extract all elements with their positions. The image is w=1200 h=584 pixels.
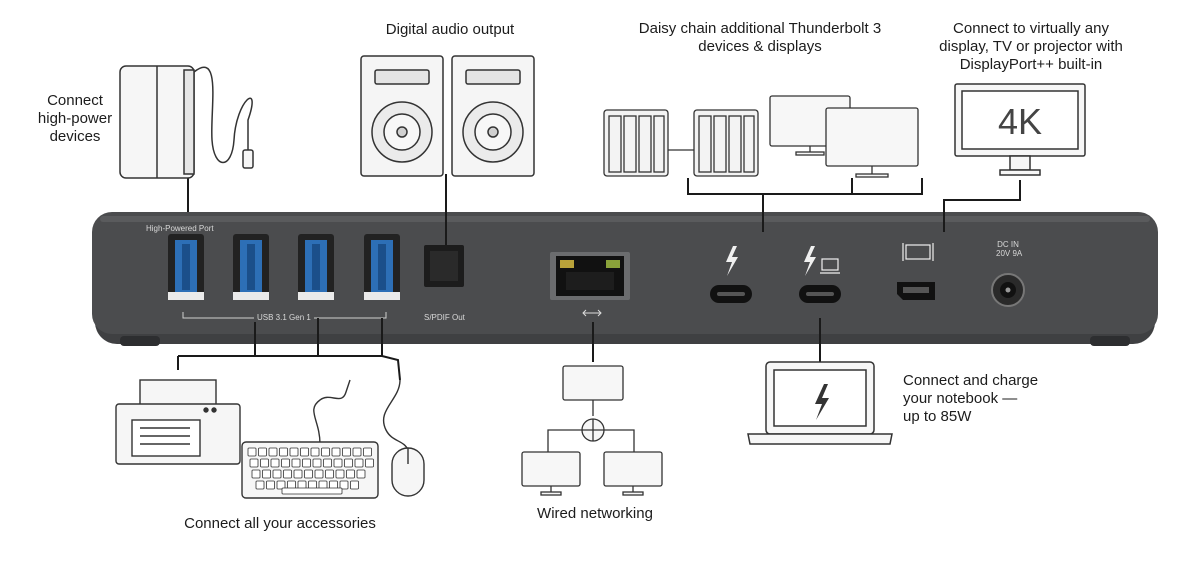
thunderbolt-icon (726, 246, 738, 276)
usb-port-4 (364, 234, 400, 300)
spdif-port (424, 245, 464, 287)
printer-icon (115, 379, 241, 465)
keyboard-key (291, 458, 301, 468)
caption-audio: Digital audio output (385, 21, 515, 38)
keyboard-key (258, 447, 267, 457)
usb-port-3 (298, 234, 334, 300)
keyboard-key (333, 458, 343, 468)
keyboard-key (344, 458, 353, 468)
speaker-icon (451, 55, 535, 177)
label-high-powered-port: High-Powered Port (146, 224, 214, 233)
keyboard-key (325, 469, 334, 479)
keyboard-key (300, 447, 309, 457)
keyboard-key (279, 447, 288, 457)
displayport-port (897, 243, 935, 300)
label-usb-group: USB 3.1 Gen 1 (254, 313, 314, 322)
keyboard-key (276, 480, 286, 490)
thunderbolt-icon (804, 246, 816, 276)
power-adapter-icon (119, 65, 254, 179)
keyboard-spacebar (281, 487, 343, 495)
keyboard-key (363, 447, 372, 457)
keyboard-key (281, 458, 290, 468)
keyboard-key (365, 458, 374, 468)
keyboard-key (283, 469, 292, 479)
caption-network: Wired networking (537, 505, 653, 522)
keyboard-key (302, 458, 311, 468)
keyboard-key (262, 469, 271, 479)
keyboard-key (249, 458, 259, 468)
keyboard-key (323, 458, 332, 468)
keyboard-key (272, 469, 282, 479)
thunderbolt-icon (815, 384, 829, 420)
keyboard-key (312, 458, 322, 468)
keyboard-key (331, 447, 341, 457)
mouse-icon (383, 379, 425, 497)
keyboard-icon (241, 379, 379, 499)
keyboard-key (255, 480, 265, 490)
usb-port-1 (168, 234, 204, 300)
keyboard-key (247, 447, 257, 457)
keyboard-key (289, 447, 299, 457)
laptop-icon (747, 361, 893, 445)
connector-lines (177, 174, 1021, 381)
thunderbolt-port-2 (799, 246, 841, 303)
thunderbolt-port-1 (710, 246, 752, 303)
laptop-small-icon (821, 258, 839, 271)
keyboard-key (350, 480, 359, 490)
display-4k-icon (954, 83, 1086, 176)
label-dc-in-line2: 20V 9A (996, 249, 1023, 258)
monitor-icon (769, 95, 919, 178)
keyboard-key (335, 469, 345, 479)
keyboard-key (293, 469, 303, 479)
keyboard-key (251, 469, 261, 479)
dc-in-port (991, 273, 1025, 307)
keyboard-key (356, 469, 366, 479)
keyboard-key (314, 469, 324, 479)
keyboard-key (270, 458, 280, 468)
caption-accessories: Connect all your accessories (184, 515, 376, 532)
display-screen-label: 4K (998, 101, 1042, 142)
drive-array-icon (603, 109, 759, 177)
displayport-icon (902, 243, 934, 261)
network-switch-icon (521, 365, 663, 496)
ethernet-arrows-icon (582, 309, 602, 317)
keyboard-key (354, 458, 364, 468)
ethernet-port (550, 252, 630, 300)
keyboard-key (346, 469, 355, 479)
keyboard-key (304, 469, 313, 479)
keyboard-key (268, 447, 278, 457)
label-dc-in: DC IN 20V 9A (996, 240, 1023, 258)
keyboard-key (321, 447, 330, 457)
keyboard-key (352, 447, 362, 457)
speaker-icon (360, 55, 444, 177)
keyboard-key (310, 447, 320, 457)
label-dc-in-line1: DC IN (997, 240, 1019, 249)
label-spdif: S/PDIF Out (424, 313, 465, 322)
usb-port-2 (233, 234, 269, 300)
keyboard-key (260, 458, 269, 468)
keyboard-key (339, 480, 349, 490)
keyboard-key (342, 447, 351, 457)
keyboard-key (266, 480, 275, 490)
